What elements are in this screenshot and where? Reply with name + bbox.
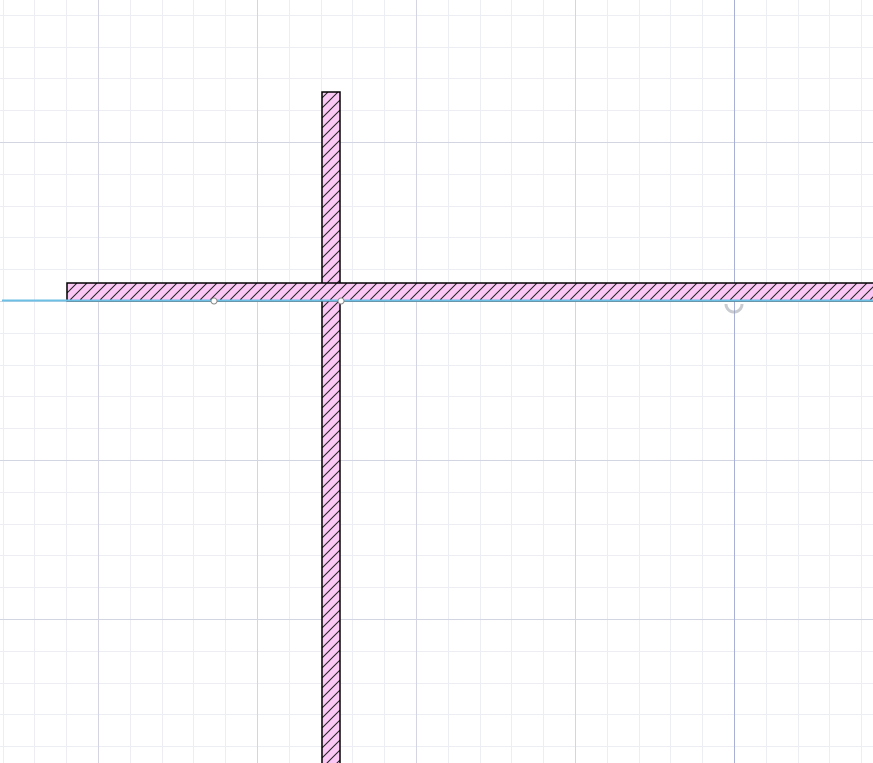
wall-handle-midpoint[interactable]	[210, 297, 218, 305]
wall-horizontal[interactable]	[66, 282, 873, 302]
wall-vertical[interactable]	[321, 91, 341, 763]
cursor-indicator	[724, 303, 744, 314]
wall-handle-intersection[interactable]	[337, 297, 345, 305]
